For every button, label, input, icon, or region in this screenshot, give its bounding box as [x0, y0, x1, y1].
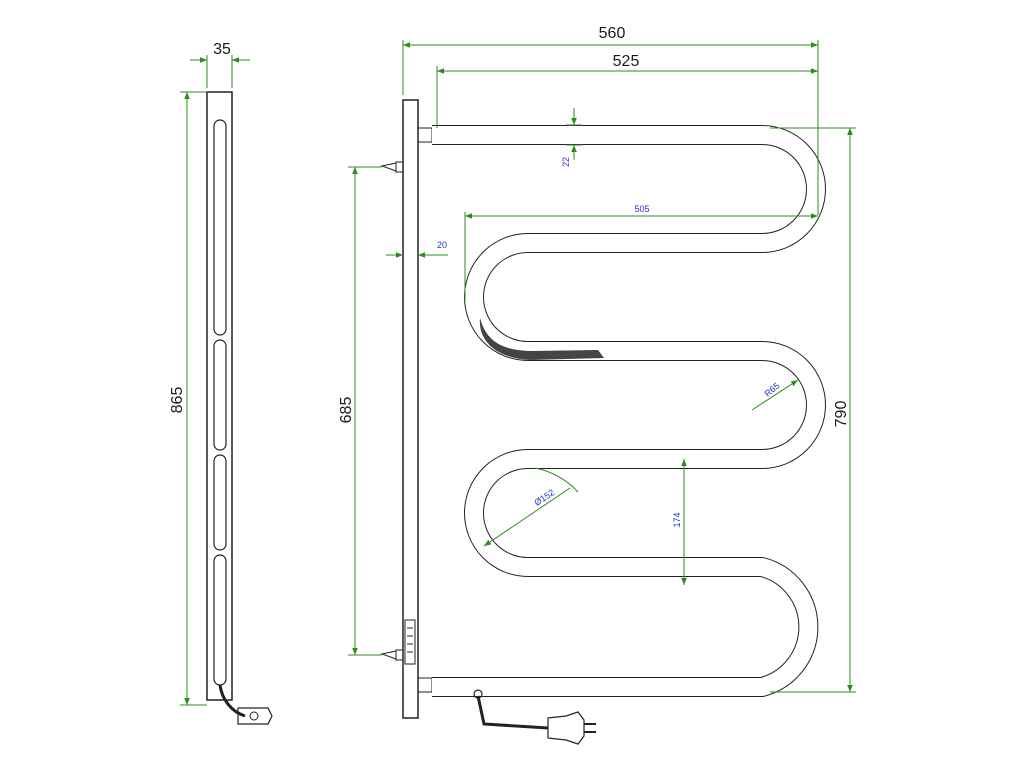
plug-icon [547, 711, 585, 745]
side-view-body [206, 91, 233, 701]
mounting-screws [380, 161, 404, 661]
wall-plate [402, 99, 419, 719]
tube-span-dimension: 525 [436, 53, 818, 128]
bend-radius-dimension: R65 [751, 379, 799, 411]
tube-connectors [417, 127, 433, 693]
side-width-label: 35 [213, 41, 231, 58]
tube-span-label: 525 [613, 53, 640, 70]
side-view: 35 865 [169, 41, 273, 725]
serpentine-tube [432, 125, 826, 697]
side-width-dimension: 35 [190, 41, 250, 88]
inner-span-dimension: 505 [464, 204, 818, 300]
mount-spacing-dimension: 685 [338, 166, 382, 656]
power-cord [473, 689, 596, 745]
wall-offset-label: 20 [437, 240, 447, 250]
tube-diameter-dimension: 22 [561, 108, 582, 167]
loop-pitch-dimension: 174 [672, 459, 687, 585]
tube-diameter-label: 22 [561, 157, 571, 167]
bend-radius-label: R65 [763, 381, 782, 399]
side-height-label: 865 [169, 387, 186, 414]
overall-height-dimension: 790 [770, 127, 856, 693]
side-view-tube-slots [213, 119, 227, 686]
overall-width-label: 560 [599, 25, 626, 42]
side-height-dimension: 865 [169, 91, 207, 706]
mount-spacing-label: 685 [338, 397, 355, 424]
control-switch [404, 619, 416, 665]
overall-height-label: 790 [833, 401, 850, 428]
side-view-cable [218, 684, 273, 725]
wall-offset-dimension: 20 [386, 240, 448, 258]
loop-pitch-label: 174 [672, 512, 682, 527]
front-view: 560 525 505 22 [338, 25, 856, 745]
heating-element [479, 318, 604, 360]
inner-span-label: 505 [634, 204, 649, 214]
overall-width-dimension: 560 [402, 25, 819, 215]
